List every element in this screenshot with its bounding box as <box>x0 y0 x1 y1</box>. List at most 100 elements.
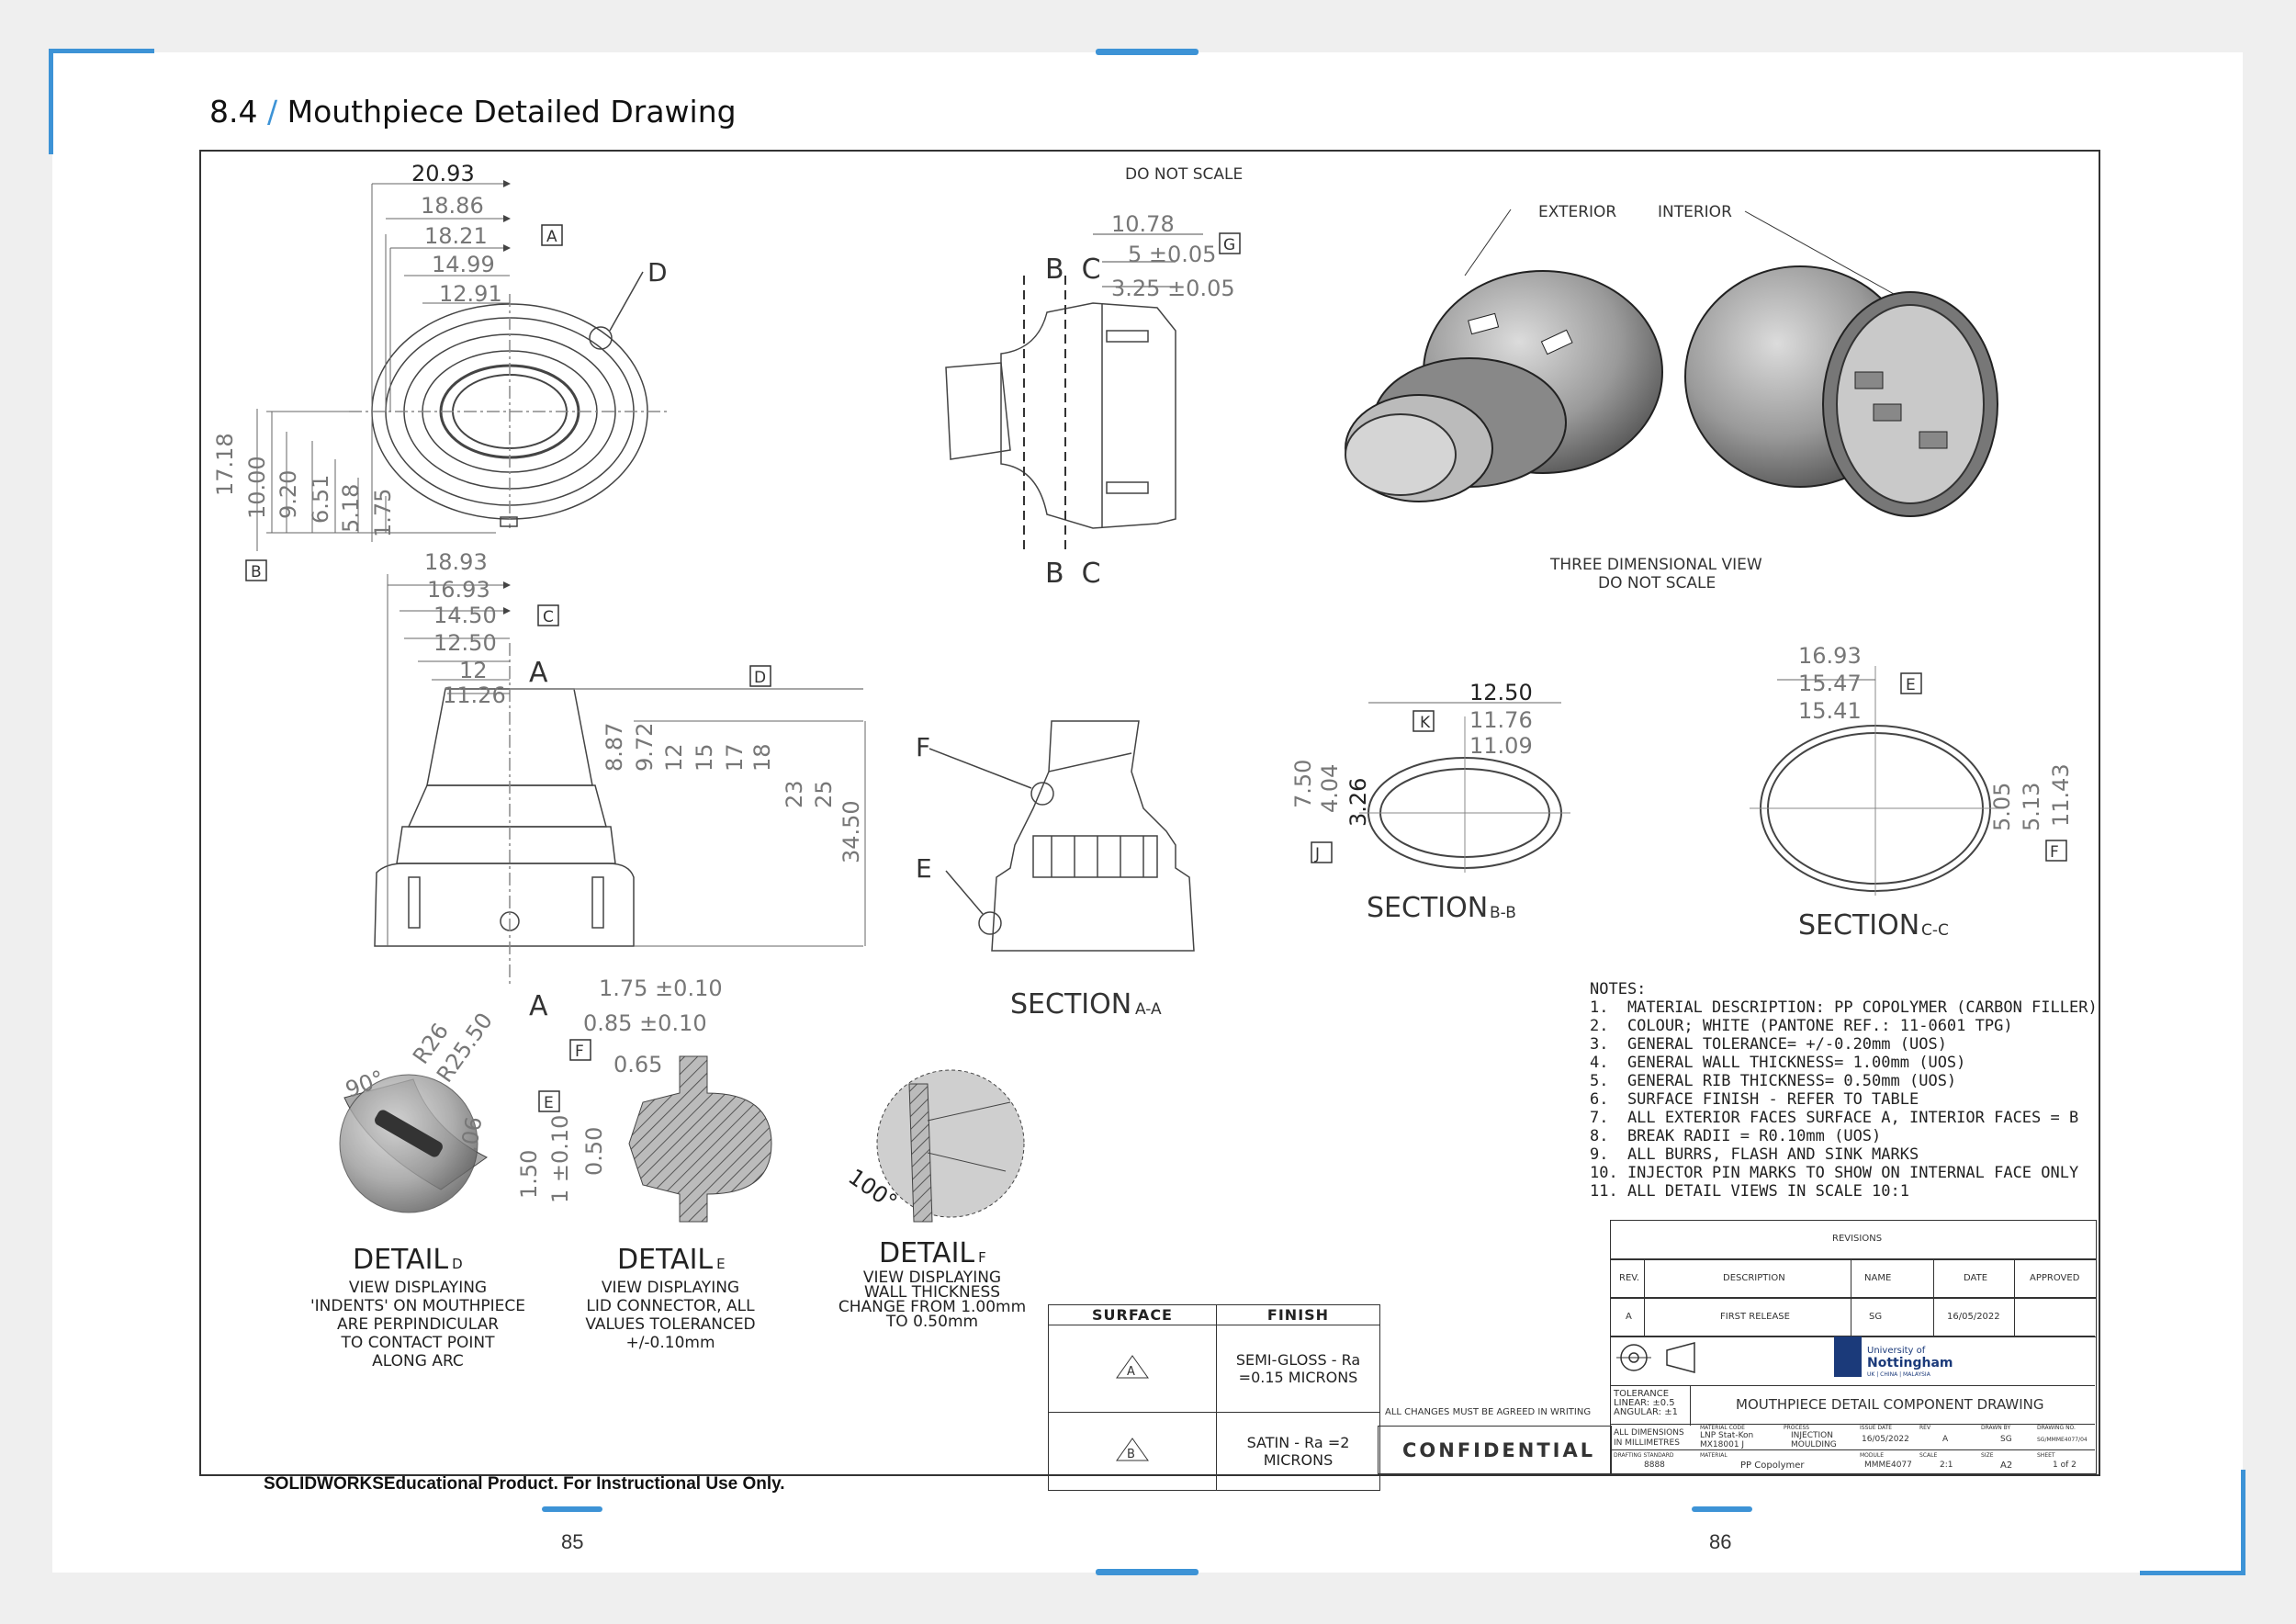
section-cc-label: SECTION <box>1798 909 1919 942</box>
side-view <box>945 233 1203 551</box>
rev-meta-label: REV <box>1919 1425 1931 1431</box>
detail-f-view <box>876 1069 1025 1223</box>
confidential-label: CONFIDENTIAL <box>1402 1439 1596 1461</box>
side-dim-5: 5 ±0.05 <box>1128 242 1216 267</box>
section-bb-view <box>1359 702 1570 873</box>
cc-vdim-11-43: 11.43 <box>2048 763 2074 827</box>
datum-j-box <box>1900 672 1922 694</box>
note-7: 7. ALL EXTERIOR FACES SURFACE A, INTERIO… <box>1590 1109 2079 1127</box>
note-2: 2. COLOUR; WHITE (PANTONE REF.: 11-0601 … <box>1590 1017 2013 1035</box>
rev-divider-4 <box>2014 1258 2015 1336</box>
vdim-9-20: 9.20 <box>276 470 301 519</box>
finish-b-value: SATIN - Ra =2 MICRONS <box>1216 1412 1380 1491</box>
solidworks-notice: SOLIDWORKSEducational Product. For Instr… <box>264 1474 785 1494</box>
detail-e-description: VIEW DISPLAYING LID CONNECTOR, ALL VALUE… <box>551 1279 790 1352</box>
rev-meta-value: A <box>1942 1435 1949 1444</box>
elev-dim-16-93: 16.93 <box>427 577 490 603</box>
tolerance-label: TOLERANCE <box>1614 1389 1670 1399</box>
surface-a-letter: A <box>1127 1365 1135 1379</box>
revisions-column-row <box>1610 1258 2097 1299</box>
detail-d-dim-06: .06 <box>456 1115 487 1154</box>
front-dim-18-21: 18.21 <box>424 223 488 249</box>
tolerance-linear: LINEAR: ±0.5 <box>1614 1398 1675 1408</box>
evdim-18: 18 <box>749 743 775 772</box>
module-value: MMME4077 <box>1864 1460 1912 1470</box>
section-aa-sub: A-A <box>1135 1000 1162 1019</box>
cc-dim-15-41: 15.41 <box>1798 698 1862 724</box>
datum-k: F <box>2050 843 2059 862</box>
detail-e-dim-3: 0.65 <box>613 1052 662 1077</box>
datum-d: D <box>754 669 766 687</box>
exterior-3d-view <box>1345 209 1663 502</box>
datum-b: B <box>251 563 262 581</box>
vdim-10-00: 10.00 <box>244 456 270 519</box>
datum-f: F <box>575 1043 584 1061</box>
page-number-right: 86 <box>1709 1530 1732 1553</box>
datum-a: A <box>546 228 557 246</box>
front-dim-20-93: 20.93 <box>411 161 475 186</box>
detail-e-dim-2: 0.85 ±0.10 <box>583 1010 707 1036</box>
elev-dim-12: 12 <box>459 658 488 683</box>
datum-f-box <box>569 1039 591 1061</box>
evdim-17: 17 <box>722 743 748 772</box>
datum-e-box <box>538 1090 560 1112</box>
scale-value: 2:1 <box>1940 1460 1953 1470</box>
detail-f-letter: F <box>978 1249 986 1266</box>
section-aa-view <box>929 720 1195 952</box>
elevation-view <box>374 643 863 987</box>
rev-divider-1 <box>1644 1258 1645 1336</box>
tolerance-angular: ANGULAR: ±1 <box>1614 1407 1678 1417</box>
finish-header-finish: FINISH <box>1216 1304 1380 1325</box>
front-dim-18-86: 18.86 <box>421 193 484 219</box>
datum-c-box <box>537 604 559 626</box>
bb-vdim-3-26: 3.26 <box>1345 778 1371 827</box>
confidential-box <box>1378 1426 1612 1474</box>
evdim-12: 12 <box>661 743 687 772</box>
page-number-left: 85 <box>561 1530 584 1553</box>
corner-bracket-top-left-h <box>49 49 154 53</box>
datum-j: E <box>1906 676 1916 694</box>
tolerance-divider <box>1610 1385 2095 1386</box>
meta-divider-1 <box>1610 1424 2095 1425</box>
surface-a-cell: A <box>1048 1325 1217 1413</box>
material-code-label: MATERIAL CODE <box>1700 1425 1745 1431</box>
cc-vdim-5-13: 5.13 <box>2019 783 2044 831</box>
bottom-center-tick <box>1096 1569 1199 1575</box>
university-line-1: University of <box>1867 1346 1926 1356</box>
section-cc-view <box>1750 666 2002 896</box>
interior-3d-view <box>1684 210 1998 517</box>
front-dim-12-91: 12.91 <box>439 281 502 307</box>
datum-k-box <box>2045 840 2067 862</box>
corner-bracket-bottom-right <box>2241 1470 2245 1575</box>
page-title: 8.4 / Mouthpiece Detailed Drawing <box>209 94 737 130</box>
rev-col-date: DATE <box>1964 1273 1988 1283</box>
note-4: 4. GENERAL WALL THICKNESS= 1.00mm (UOS) <box>1590 1054 1966 1072</box>
bb-vdim-4-04: 4.04 <box>1317 764 1343 813</box>
detail-d-letter: D <box>452 1256 463 1272</box>
detail-f-line-2: WALL THICKNESS <box>863 1283 1001 1302</box>
elevation-vdims: 8.87 9.72 12 15 17 18 23 25 34.50 <box>602 723 864 863</box>
note-5: 5. GENERAL RIB THICKNESS= 0.50mm (UOS) <box>1590 1072 1957 1090</box>
datum-h: J <box>1314 845 1320 863</box>
detail-e-dim-5: 1 ±0.10 <box>547 1115 573 1203</box>
datum-g: G <box>1223 236 1235 254</box>
drawn-by-label: DRAWN BY <box>1981 1425 2011 1431</box>
cc-dim-15-47: 15.47 <box>1798 671 1862 696</box>
revisions-header-row <box>1610 1220 2097 1260</box>
surface-b-triangle-icon: B <box>1116 1438 1149 1461</box>
do-not-scale-top: DO NOT SCALE <box>1125 165 1243 184</box>
datum-a-box <box>541 224 563 246</box>
exterior-label: EXTERIOR <box>1538 203 1616 221</box>
detail-e-callout: E <box>916 853 932 884</box>
bb-dim-11-09: 11.09 <box>1469 733 1533 759</box>
section-a-bottom: A <box>529 990 548 1022</box>
vdim-17-18: 17.18 <box>212 433 238 496</box>
detail-e-line-2: LID CONNECTOR, ALL <box>586 1297 755 1315</box>
revisions-data-row <box>1610 1297 2097 1337</box>
finish-a-value: SEMI-GLOSS - Ra =0.15 MICRONS <box>1216 1325 1380 1413</box>
detail-e-dim-6: 0.50 <box>581 1127 607 1176</box>
title-tol-divider <box>1690 1385 1691 1426</box>
rev-col-description: DESCRIPTION <box>1723 1273 1785 1283</box>
